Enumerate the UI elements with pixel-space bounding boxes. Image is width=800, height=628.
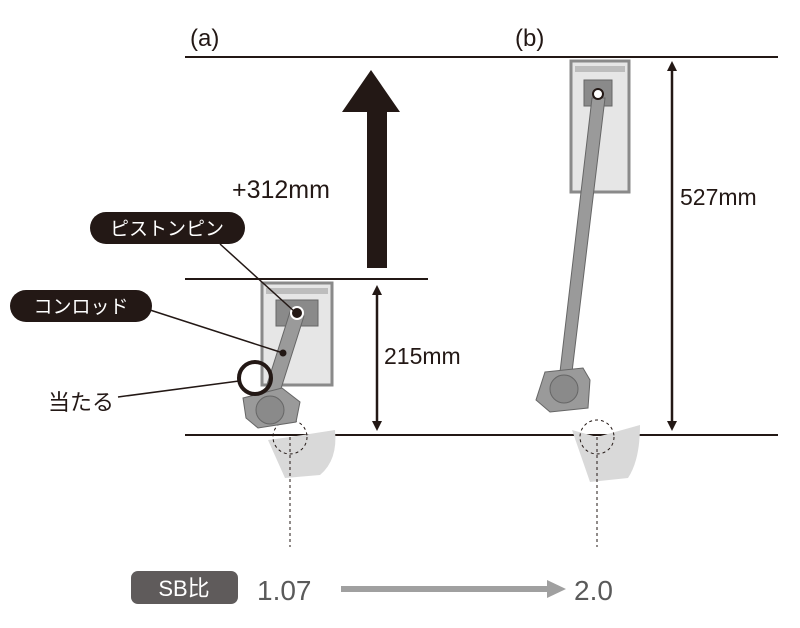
rise-arrow	[342, 70, 400, 268]
piston-pin-callout	[90, 212, 245, 244]
sb-ratio-badge	[131, 571, 238, 604]
engine-a	[237, 281, 336, 547]
sb-ratio-arrow-shaft	[341, 586, 549, 592]
piston-pin-b	[592, 88, 604, 100]
crank-sweep-b	[572, 425, 640, 482]
sb-ratio-badge-label: SB比	[158, 576, 209, 601]
crank-journal-b	[579, 419, 615, 455]
piston-pin-a	[290, 306, 304, 320]
piston-pin-leader	[219, 243, 296, 313]
rise-label: +312mm	[232, 176, 330, 204]
conrod-label: コンロッド	[33, 297, 128, 318]
piston-pin-label: ピストンピン	[110, 219, 224, 240]
conrod-callout	[10, 290, 152, 322]
panel-b-label: (b)	[515, 25, 544, 52]
sb-ratio-to: 2.0	[574, 575, 613, 606]
height-b-label: 527mm	[680, 184, 757, 210]
panel-a-label: (a)	[190, 25, 219, 52]
contact-label: 当たる	[48, 390, 114, 415]
conrod-leader	[149, 309, 284, 354]
engine-b	[535, 59, 640, 547]
sb-ratio-from: 1.07	[257, 575, 312, 606]
contact-leader	[117, 380, 240, 398]
height-a-label: 215mm	[384, 343, 461, 369]
contact-circle	[237, 360, 273, 396]
crank-sweep-a	[268, 430, 336, 478]
sb-ratio-arrow-head	[547, 580, 566, 598]
